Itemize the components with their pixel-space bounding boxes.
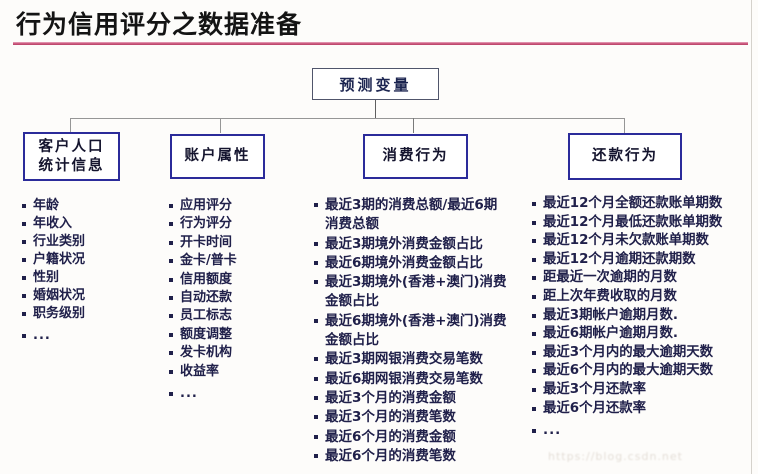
connector-horizontal <box>70 118 625 119</box>
watermark: https://blog.csdn.net <box>548 450 683 463</box>
category-label-line: 客户人口 <box>38 138 105 155</box>
list-item: 最近12个月逾期还款期数 <box>530 251 758 270</box>
list-item: 应用评分 <box>167 197 315 215</box>
list-item: 最近3期帐户逾期月数. <box>530 307 758 326</box>
category-box-demographics: 客户人口统计信息 <box>23 132 120 181</box>
list-item: 最近3个月内的最大逾期天数 <box>530 344 758 363</box>
list-item: 最近3个月的消费金额 <box>312 389 508 408</box>
category-label-line: 还款行为 <box>592 148 658 164</box>
connector-drop-repayment <box>624 118 625 133</box>
list-item: 最近12个月未欠款账单期数 <box>530 232 758 251</box>
category-box-consumption-behavior: 消费行为 <box>363 134 468 179</box>
category-box-account-attributes: 账户属性 <box>170 134 265 179</box>
connector-drop-demographics <box>70 118 71 133</box>
list-item: 最近6期境外(香港+澳门)消费金额占比 <box>312 312 508 351</box>
list-item: 收益率 <box>167 363 315 381</box>
list-item: 开卡时间 <box>167 234 315 252</box>
list-item: 金卡/普卡 <box>167 252 315 270</box>
list-item: ... <box>167 385 315 403</box>
list-item: ... <box>312 470 508 474</box>
list-item: 最近6个月内的最大逾期天数 <box>530 362 758 381</box>
list-item: 额度调整 <box>167 326 315 344</box>
list-item: 年龄 <box>20 197 168 215</box>
list-item: 最近3期的消费总额/最近6期消费总额 <box>312 196 508 235</box>
list-item: 自动还款 <box>167 289 315 307</box>
connector-drop-account <box>220 118 221 133</box>
root-node-label: 预测变量 <box>339 75 412 94</box>
list-account-attributes: 应用评分行为评分开卡时间金卡/普卡信用额度自动还款员工标志额度调整发卡机构收益率… <box>167 197 315 403</box>
list-item: 最近3期网银消费交易笔数 <box>312 350 508 369</box>
list-item: 年收入 <box>20 215 168 233</box>
list-item: 发卡机构 <box>167 344 315 362</box>
list-item: 性别 <box>20 269 168 287</box>
list-repayment-behavior: 最近12个月全额还款账单期数最近12个月最低还款账单期数最近12个月未欠款账单期… <box>530 195 758 441</box>
list-item: 最近3期境外(香港+澳门)消费金额占比 <box>312 273 508 312</box>
category-label-line: 账户属性 <box>184 148 251 164</box>
slide-right-edge <box>751 0 752 474</box>
root-node-prediction-variables: 预测变量 <box>312 68 439 100</box>
list-item: 最近6期网银消费交易笔数 <box>312 370 508 389</box>
page-title: 行为信用评分之数据准备 <box>16 10 303 39</box>
connector-root-feed <box>375 100 376 118</box>
list-item: 最近3期境外消费金额占比 <box>312 235 508 254</box>
list-item: 距最近一次逾期的月数 <box>530 269 758 288</box>
list-item: 最近3个月的消费笔数 <box>312 408 508 427</box>
list-item: 最近3个月还款率 <box>530 381 758 400</box>
list-item: 最近6个月还款率 <box>530 400 758 419</box>
list-consumption-behavior: 最近3期的消费总额/最近6期消费总额最近3期境外消费金额占比最近6期境外消费金额… <box>312 196 508 474</box>
title-underline <box>13 42 748 45</box>
list-item: 最近6个月的消费笔数 <box>312 447 508 466</box>
list-item: 最近6期境外消费金额占比 <box>312 254 508 273</box>
category-label-line: 消费行为 <box>382 148 449 164</box>
list-demographics: 年龄年收入行业类别户籍状况性别婚姻状况职务级别... <box>20 197 168 345</box>
category-label-line: 统计信息 <box>38 157 105 174</box>
list-item: ... <box>530 422 758 441</box>
list-item: 信用额度 <box>167 271 315 289</box>
list-item: ... <box>20 327 168 345</box>
list-item: 最近6个月的消费金额 <box>312 428 508 447</box>
connector-drop-consumption <box>413 118 414 133</box>
list-item: 最近6期帐户逾期月数. <box>530 325 758 344</box>
list-item: 职务级别 <box>20 305 168 323</box>
list-item: 最近12个月最低还款账单期数 <box>530 214 758 233</box>
list-item: 最近12个月全额还款账单期数 <box>530 195 758 214</box>
list-item: 行业类别 <box>20 233 168 251</box>
list-item: 婚姻状况 <box>20 287 168 305</box>
list-item: 距上次年费收取的月数 <box>530 288 758 307</box>
list-item: 员工标志 <box>167 307 315 325</box>
list-item: 户籍状况 <box>20 251 168 269</box>
list-item: 行为评分 <box>167 215 315 233</box>
category-box-repayment-behavior: 还款行为 <box>568 133 682 180</box>
